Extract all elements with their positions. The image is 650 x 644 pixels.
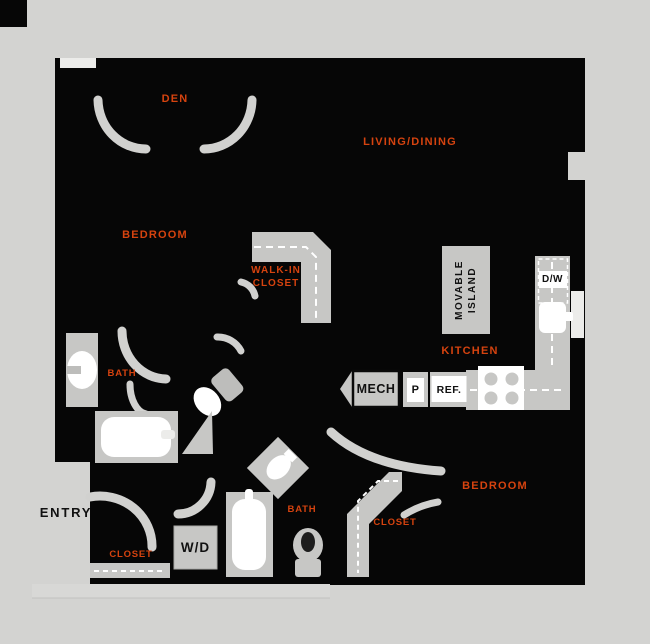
movable-island-line2: ISLAND [467,266,479,314]
mech-label: MECH [356,382,396,396]
window-top-left [60,58,96,68]
entry-door-arc [85,491,157,552]
kitchen-sink [539,302,566,333]
laundry-door-arc [173,477,216,519]
dishwasher-chip [539,271,567,288]
mech-wall-angle [340,371,352,407]
room-label-kitchen: KITCHEN [441,345,499,357]
bathroom-1 [66,333,244,463]
room-label-den: DEN [161,93,189,105]
shower-tub [232,499,266,570]
den-door-arc-left [93,95,151,154]
bathroom-sink [67,351,97,389]
shower-valve [245,489,253,506]
room-label-bath1: BATH [107,368,137,379]
kitchen-fixtures [340,246,573,410]
hall-door-arc [213,333,245,355]
bathroom-door-arc [117,326,171,384]
entry-label: ENTRY [39,505,93,520]
bedroom2-closet [347,472,402,577]
walk-in-closet-line1: WALK-IN [251,265,301,276]
washer-dryer-label: W/D [180,540,211,555]
entry-closet [90,563,170,578]
refrigerator-chip [431,376,467,402]
room-label-closet-bedroom2: CLOSET [373,517,417,528]
movable-island-label: MOVABLE ISLAND [442,246,490,334]
refrigerator-label: REF. [436,383,462,396]
movable-island [442,246,490,334]
den-door-arc-right [199,95,257,154]
room-label-walk-in-closet: WALK-IN CLOSET [236,264,316,290]
neighbor-unit-wall [0,0,27,27]
bathroom-2 [173,436,323,577]
stove [478,366,524,410]
room-label-living-dining: LIVING/DINING [363,136,457,148]
sink-faucet [67,366,81,374]
bedroom2-door-arc [326,427,446,476]
toilet-2 [293,528,323,577]
walk-in-closet-door-arc [237,278,259,300]
closet-rod [357,480,398,573]
wall-notch-right [568,152,594,180]
pantry-label: P [411,383,420,396]
tub-faucet [161,430,175,439]
bathtub [101,417,171,457]
door-swing-arcs [85,95,446,552]
room-label-bedroom2: BEDROOM [462,480,528,492]
window-right [571,291,584,338]
walk-in-closet-line2: CLOSET [252,278,300,289]
closet-rod [254,246,317,319]
door-leaf [182,411,213,454]
room-label-bedroom: BEDROOM [122,229,188,241]
room-label-bath2: BATH [287,504,317,515]
toilet-1 [193,368,244,417]
dishwasher-label: D/W [542,274,563,285]
mech-closet [351,369,401,409]
washer-dryer-box [173,525,218,570]
corner-sink [266,455,291,480]
walk-in-closet-shelving [252,232,331,323]
room-label-closet-entry: CLOSET [109,549,153,560]
kitchen-faucet [561,312,573,321]
movable-island-line1: MOVABLE [454,260,466,320]
bedroom2-closet-arc [400,498,442,519]
entry-walk-step [32,584,330,599]
pantry-chip [407,378,424,402]
corner-vanity [246,436,310,500]
